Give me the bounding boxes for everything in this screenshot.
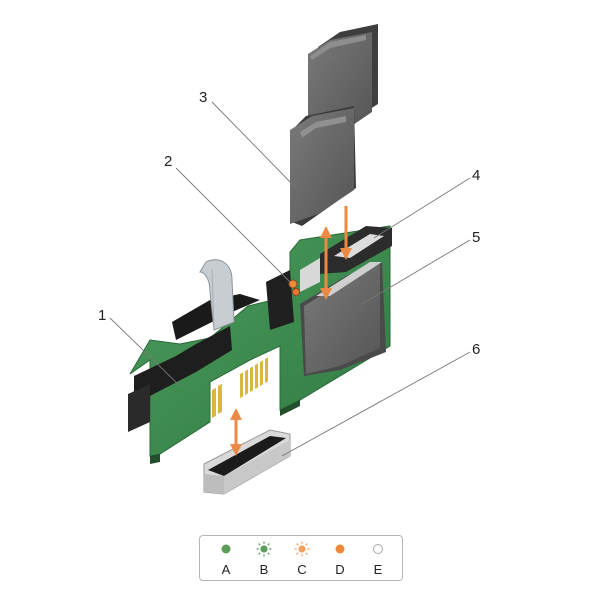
status-led	[288, 279, 300, 296]
sd-card-slot-lower	[300, 262, 386, 376]
legend-item-c: C	[282, 536, 322, 580]
insertion-arrows	[230, 206, 352, 456]
leader-5	[361, 239, 471, 305]
leader-lines	[109, 101, 471, 457]
legend-label: E	[373, 562, 383, 577]
led-off-icon	[373, 544, 383, 554]
sd-card-upper	[308, 24, 378, 134]
legend-item-b: B	[244, 536, 284, 580]
leader-2	[175, 167, 291, 283]
led-solid-green-icon	[221, 544, 231, 554]
legend-label: C	[297, 562, 307, 577]
callout-6: 6	[472, 341, 480, 358]
led-legend: A B C D	[199, 535, 403, 581]
leader-1	[109, 317, 181, 387]
legend-item-e: E	[358, 536, 398, 580]
legend-label: B	[259, 562, 269, 577]
edge-connector-fingers	[212, 357, 268, 418]
callout-3: 3	[199, 89, 207, 106]
callout-4: 4	[472, 167, 480, 184]
riser-connector	[203, 429, 291, 495]
legend-label: A	[221, 562, 231, 577]
leader-4	[373, 177, 471, 239]
led-blinking-amber-icon	[294, 541, 310, 557]
callout-5: 5	[472, 229, 480, 246]
sd-card	[290, 106, 356, 226]
led-solid-amber-icon	[335, 544, 345, 554]
callout-1: 1	[98, 307, 106, 324]
led-blinking-green-icon	[256, 541, 272, 557]
idsdm-board	[128, 225, 392, 464]
callout-2: 2	[164, 153, 172, 170]
legend-label: D	[335, 562, 345, 577]
leader-6	[281, 351, 471, 457]
legend-item-d: D	[320, 536, 360, 580]
leader-3	[211, 101, 297, 189]
legend-item-a: A	[206, 536, 246, 580]
